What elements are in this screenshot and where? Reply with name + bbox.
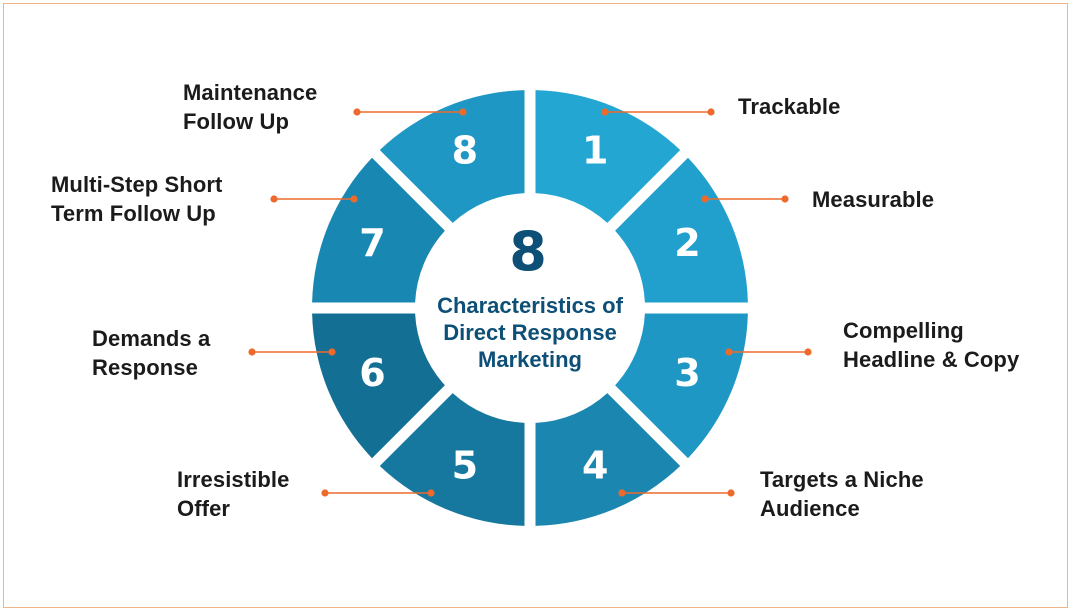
segment-number-4: 4	[582, 444, 608, 488]
segment-label-7: Multi-Step Short Term Follow Up	[51, 172, 223, 226]
connector-3	[725, 348, 812, 356]
segment-label-1: Trackable	[738, 94, 841, 119]
segment-number-1: 1	[582, 129, 608, 173]
segment-label-8: Maintenance Follow Up	[183, 80, 318, 134]
connector-7	[270, 195, 358, 203]
ring-segment-7	[312, 157, 445, 303]
segment-label-5: Irresistible Offer	[177, 467, 290, 521]
center-number: 8	[509, 220, 547, 283]
ring-segment-8	[379, 90, 525, 223]
segment-label-4: Targets a Niche Audience	[760, 467, 924, 521]
ring-segment-6	[312, 313, 445, 459]
segment-number-8: 8	[452, 129, 478, 173]
segment-number-5: 5	[452, 444, 478, 488]
segment-number-6: 6	[359, 351, 385, 395]
center-title-line: Marketing	[478, 347, 582, 372]
segment-label-3: Compelling Headline & Copy	[843, 318, 1020, 372]
center-title-line: Direct Response	[443, 320, 617, 345]
segment-number-2: 2	[674, 221, 700, 265]
connector-4	[618, 489, 735, 497]
ring-segment-3	[615, 313, 748, 459]
ring-segment-1	[535, 90, 681, 223]
segment-label-6: Demands a Response	[92, 326, 211, 380]
segment-number-7: 7	[359, 221, 385, 265]
ring-segment-2	[615, 157, 748, 303]
connector-2	[701, 195, 789, 203]
segment-number-3: 3	[674, 351, 700, 395]
connector-1	[601, 108, 715, 116]
center-title-line: Characteristics of	[437, 293, 624, 318]
connector-5	[321, 489, 435, 497]
connector-6	[248, 348, 336, 356]
segment-label-2: Measurable	[812, 187, 935, 212]
connector-8	[353, 108, 467, 116]
